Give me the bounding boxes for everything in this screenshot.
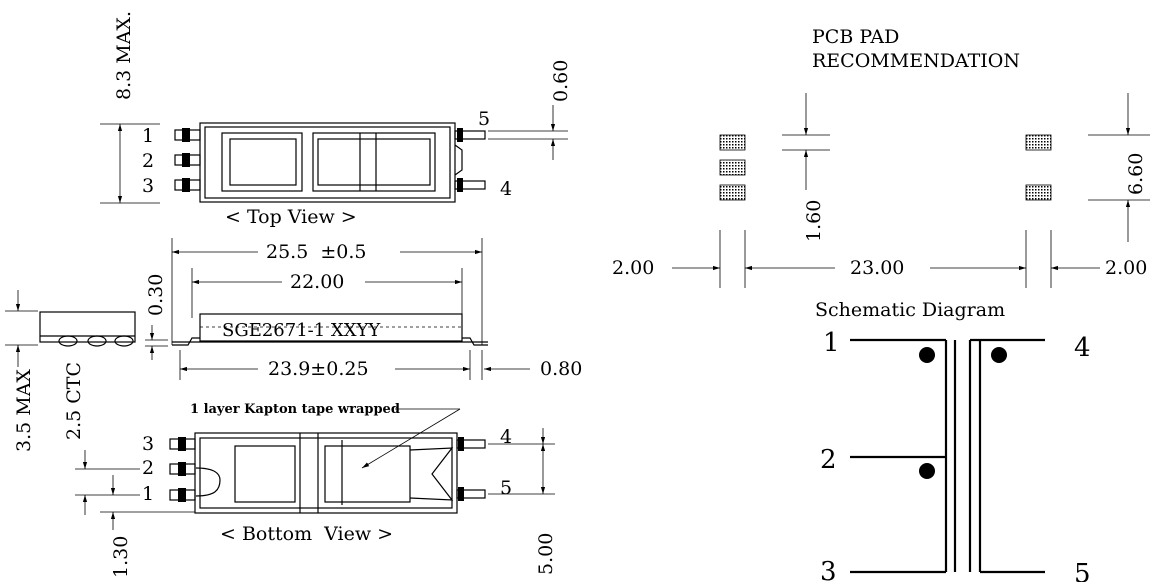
schematic-pin-1: 1 xyxy=(823,328,840,358)
schematic-pin-5: 5 xyxy=(1074,559,1091,582)
dim-row-spacing: 5.00 xyxy=(535,533,557,575)
bottom-winding-right xyxy=(324,445,411,503)
pad-right-1 xyxy=(1025,134,1052,151)
bottom-right-leads xyxy=(456,437,486,501)
dim-pitch: 2.5 CTC xyxy=(63,362,85,440)
top-right-leads xyxy=(454,128,486,192)
bottom-body xyxy=(194,432,458,514)
schematic-diagram: Schematic Diagram 1 4 2 3 5 xyxy=(815,299,1091,582)
top-view: 8.3 MAX. 1 2 3 5 4 xyxy=(100,11,572,228)
schematic-pin-3: 3 xyxy=(820,557,837,582)
part-marking: SGE2671-1 XXYY xyxy=(222,320,381,341)
top-pin-2: 2 xyxy=(142,150,154,172)
bottom-winding-left xyxy=(234,445,296,503)
schematic-pin-4: 4 xyxy=(1074,333,1091,363)
phase-dot-3 xyxy=(919,463,935,479)
dim-pin-offset: 1.30 xyxy=(110,536,132,578)
phase-dot-1 xyxy=(919,347,935,363)
pad-right-2 xyxy=(1025,184,1052,201)
bottom-view-label: < Bottom View > xyxy=(220,523,393,545)
dim-pad-width-left: 2.00 xyxy=(612,257,654,279)
side-body xyxy=(199,313,463,342)
top-winding-right xyxy=(312,132,436,192)
schematic-title: Schematic Diagram xyxy=(815,299,1005,321)
pad-left-1 xyxy=(719,134,746,151)
end-view: 3.5 MAX 2.5 CTC xyxy=(5,290,136,452)
pad-left-2 xyxy=(719,159,746,176)
dim-body-length: 22.00 xyxy=(290,271,344,293)
dim-side-height: 3.5 MAX xyxy=(13,369,35,452)
dim-lead-thickness: 0.30 xyxy=(145,274,167,316)
dim-pad-gap: 23.00 xyxy=(850,257,904,279)
dim-pin-width: 0.60 xyxy=(550,60,572,102)
dim-pad-spacing: 6.60 xyxy=(1125,153,1147,195)
top-pin-1: 1 xyxy=(142,125,154,147)
top-left-leads xyxy=(174,128,201,192)
bottom-left-leads xyxy=(169,437,196,502)
top-view-label: < Top View > xyxy=(225,206,357,228)
pcb-pad: PCB PAD RECOMMENDATION 1.60 6.60 2.00 23… xyxy=(612,26,1150,288)
schematic-pin-2: 2 xyxy=(820,445,837,475)
top-pin-5: 5 xyxy=(478,108,490,130)
pcb-pad-title-1: PCB PAD xyxy=(812,26,899,48)
dim-lead-span: 23.9±0.25 xyxy=(268,358,369,380)
dim-pad-width-right: 2.00 xyxy=(1105,257,1147,279)
bottom-view: 3 2 1 4 5 1 layer Kapton tape wrapped 1.… xyxy=(75,402,557,578)
bottom-pin-5: 5 xyxy=(500,477,512,499)
bottom-pin-3: 3 xyxy=(142,433,154,455)
end-body xyxy=(39,311,136,343)
side-view: 25.5 ±0.5 22.00 SGE2671-1 XXYY 0.30 23.9… xyxy=(145,238,582,380)
top-pin-3: 3 xyxy=(142,175,154,197)
top-pin-4: 4 xyxy=(500,178,512,200)
bottom-pin-4: 4 xyxy=(500,426,512,448)
pad-left-3 xyxy=(719,184,746,201)
bottom-pin-2: 2 xyxy=(142,457,154,479)
pcb-pad-title-2: RECOMMENDATION xyxy=(812,50,1020,72)
dim-pad-height: 1.60 xyxy=(803,200,825,242)
bottom-pin-1: 1 xyxy=(142,483,154,505)
tape-note: 1 layer Kapton tape wrapped xyxy=(190,402,400,417)
top-body xyxy=(199,122,456,203)
dim-overall-length: 25.5 ±0.5 xyxy=(266,241,367,263)
top-winding-left xyxy=(221,132,303,192)
dim-height-max: 8.3 MAX. xyxy=(113,11,135,100)
dim-lead-end: 0.80 xyxy=(540,358,582,380)
phase-dot-2 xyxy=(991,347,1007,363)
